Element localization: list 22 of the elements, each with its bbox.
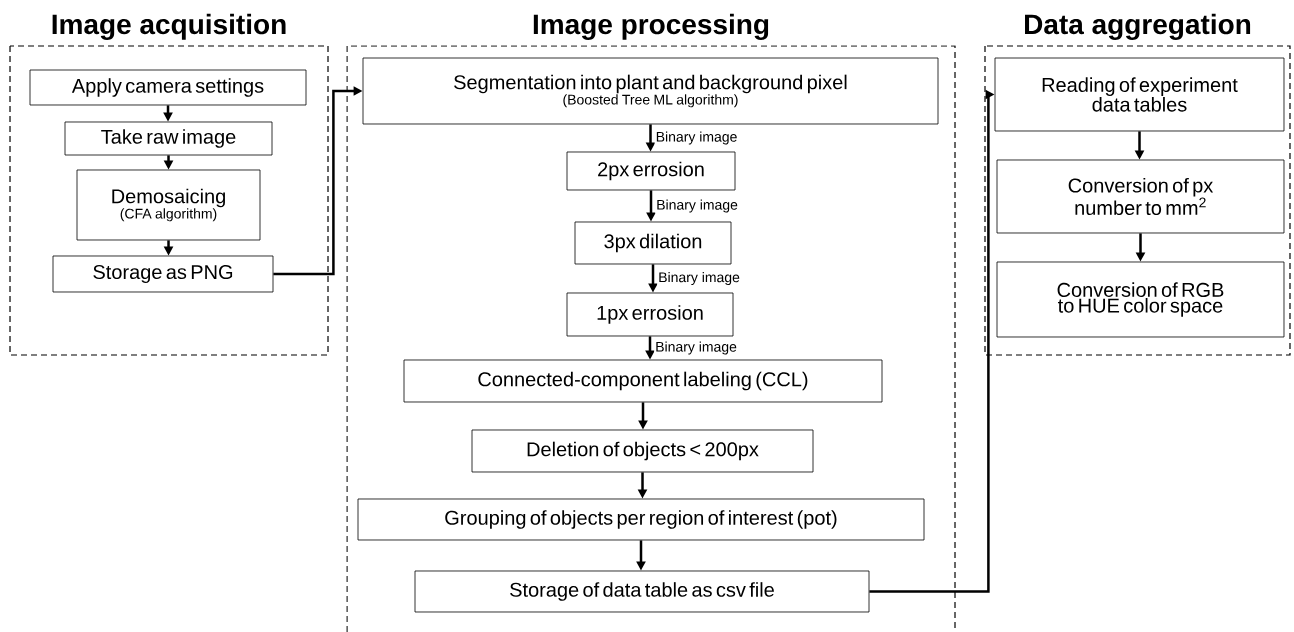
process-box: Segmentation into plant and background pixel (Boosted Tree ML algorithm)	[362, 57, 939, 125]
process-box: 3px dilation	[574, 221, 732, 265]
section-heading: Image processing	[533, 13, 769, 40]
process-box: Take raw image	[64, 121, 273, 156]
process-box: Reading of experiment data tables	[994, 57, 1285, 132]
edge-label: Binary image	[657, 270, 741, 286]
process-box: Conversion of px number to mm$^{2}$	[996, 159, 1285, 234]
edge-label: Binary image	[654, 340, 738, 356]
edge-label: Binary image	[654, 130, 739, 146]
process-box: 2px errosion	[566, 151, 736, 191]
process-box: Apply camera settings	[29, 69, 307, 106]
process-box: Deletion of objects < 200px	[471, 429, 814, 473]
edge-label: Binary image	[655, 198, 739, 214]
process-box: Storage of data table as csv file	[414, 570, 870, 613]
section-heading: Data aggregation	[1025, 13, 1251, 40]
process-box: 1px errosion	[566, 292, 734, 337]
process-box: Conversion of RGB to HUE color space	[996, 261, 1285, 338]
process-box: Storage as PNG	[52, 255, 274, 293]
process-box: Demosaicing (CFA algorithm)	[76, 169, 261, 241]
process-box: Connected-component labeling (CCL)	[403, 359, 883, 403]
process-box: Grouping of objects per region of interest (pot)	[357, 498, 925, 541]
section-heading: Image acquisition	[52, 13, 286, 40]
